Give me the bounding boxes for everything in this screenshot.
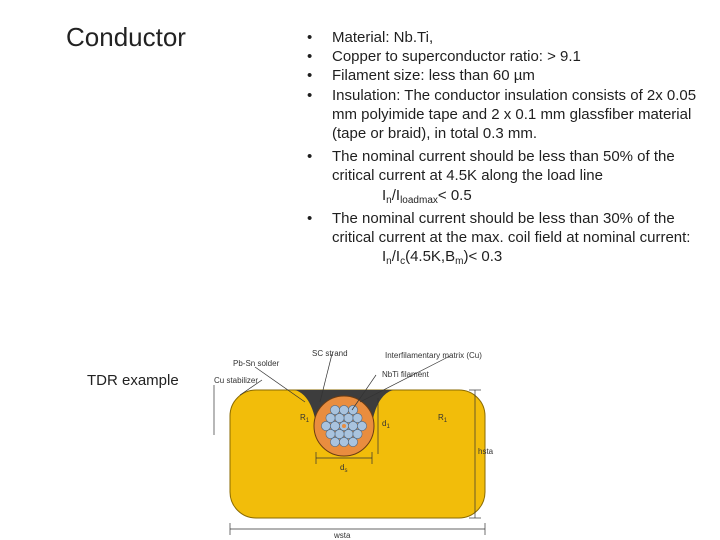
load-line-formula: In/Iloadmax< 0.5 bbox=[382, 186, 472, 206]
nbti-filaments bbox=[321, 405, 367, 447]
bullet-material: Material: Nb.Ti, bbox=[305, 28, 700, 47]
label-interfilamentary-matrix: Interfilamentary matrix (Cu) bbox=[385, 351, 482, 360]
label-d1: d1 bbox=[382, 419, 390, 430]
label-nbti-filament: NbTi filament bbox=[382, 370, 430, 379]
tdr-example-label: TDR example bbox=[87, 372, 179, 389]
bullet-text: Material: Nb.Ti, bbox=[332, 29, 434, 46]
label-pb-sn-solder: Pb-Sn solder bbox=[233, 359, 280, 368]
label-sc-strand: SC strand bbox=[312, 349, 348, 358]
label-hsta: hsta bbox=[478, 447, 494, 456]
label-cu-stabilizer: Cu stabilizer bbox=[214, 376, 258, 385]
label-wsta: wsta bbox=[333, 531, 351, 540]
bullet-cu-sc-ratio: Copper to superconductor ratio: > 9.1 bbox=[305, 47, 700, 66]
slide-title: Conductor bbox=[66, 22, 186, 52]
bullet-text: Insulation: The conductor insulation con… bbox=[332, 86, 697, 143]
bullet-text: Filament size: less than 60 µm bbox=[332, 67, 535, 85]
bullet-text: Copper to superconductor ratio: > 9.1 bbox=[332, 48, 581, 66]
bullet-text: The nominal current should be less than … bbox=[332, 209, 691, 247]
label-ds: ds bbox=[340, 463, 347, 474]
bullet-filament-size: Filament size: less than 60 µm bbox=[305, 66, 700, 85]
max-field-formula: In/Ic(4.5K,Bm)< 0.3 bbox=[382, 248, 503, 268]
bullet-insulation: Insulation: The conductor insulation con… bbox=[305, 86, 700, 144]
bullet-nominal-current-max-field: The nominal current should be less than … bbox=[305, 209, 700, 267]
label-r1-right: R1 bbox=[438, 413, 448, 424]
spec-bullet-list: Material: Nb.Ti, Copper to superconducto… bbox=[305, 28, 700, 270]
conductor-cross-section-diagram: SC strand Pb-Sn solder Interfilamentary … bbox=[213, 349, 494, 540]
label-r1-left: R1 bbox=[300, 413, 310, 424]
bullet-text: The nominal current should be less than … bbox=[332, 148, 675, 185]
bullet-nominal-current-load-line: The nominal current should be less than … bbox=[305, 147, 700, 205]
center-filament-marker bbox=[342, 424, 346, 428]
